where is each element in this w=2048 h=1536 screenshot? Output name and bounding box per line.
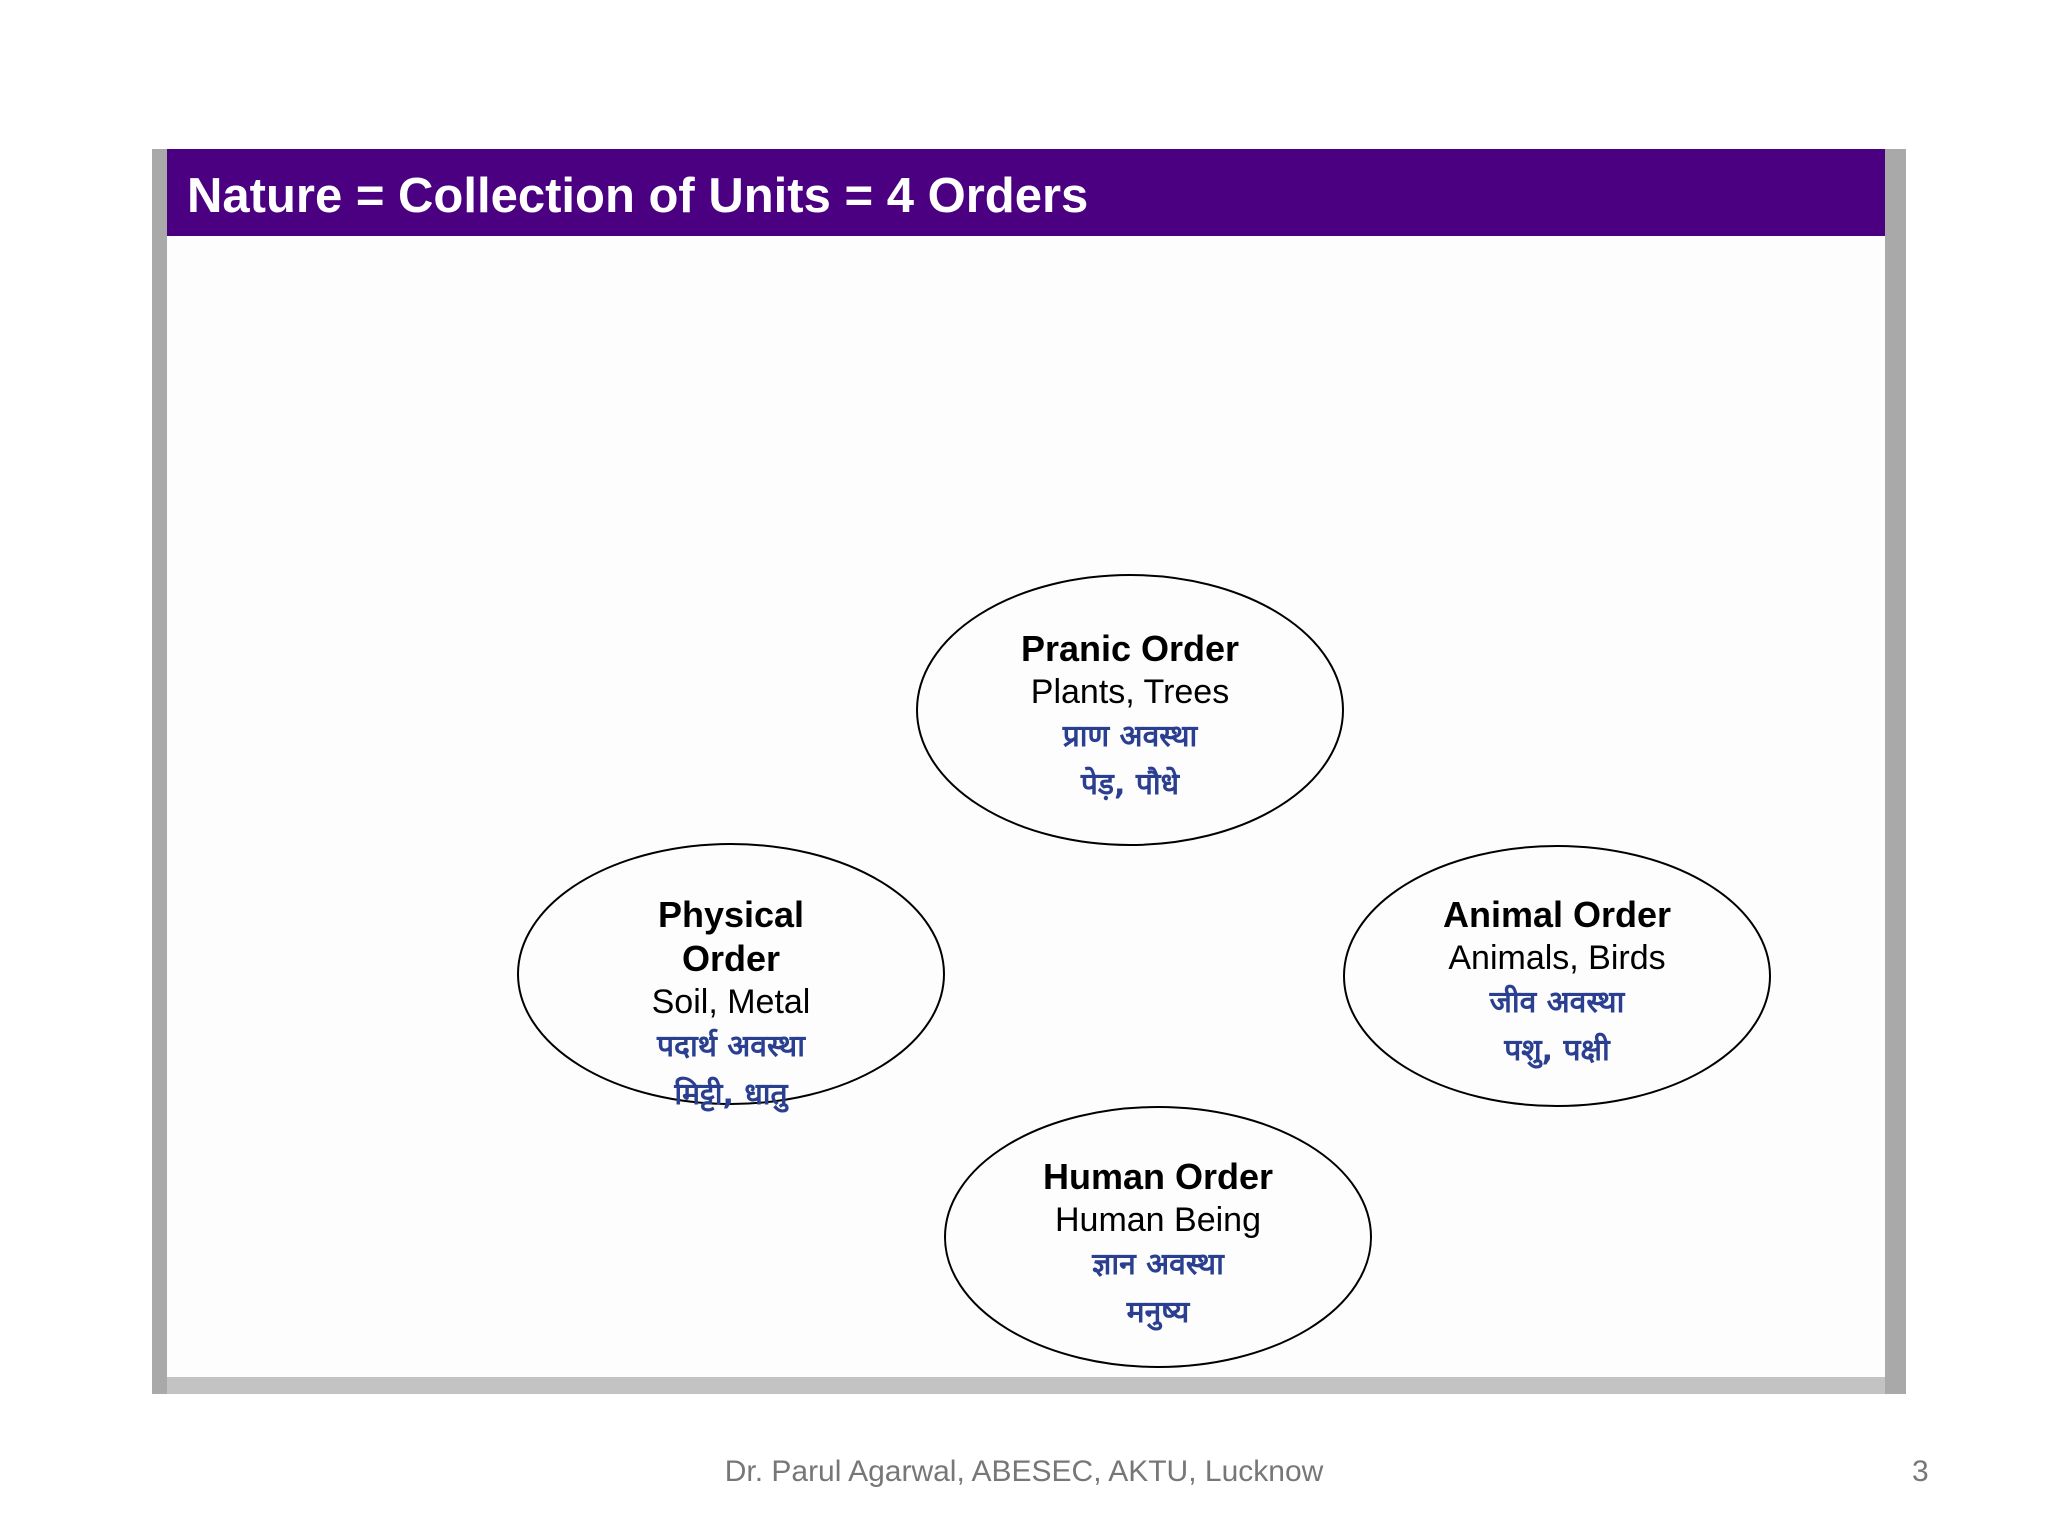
physical-order-label: Physical Order Soil, Metal पदार्थ अवस्था…	[652, 893, 811, 1119]
physical-order-hindi: पदार्थ अवस्था	[657, 1029, 805, 1064]
slide-content	[167, 149, 1885, 1377]
pranic-order-ellipse	[916, 574, 1344, 846]
pranic-order-examples: Plants, Trees	[1030, 673, 1230, 711]
physical-order-ellipse	[517, 843, 945, 1105]
human-order-examples: Human Being	[1054, 1201, 1262, 1239]
human-order-hindi: ज्ञान अवस्था	[1092, 1247, 1224, 1282]
animal-order-hindi: जीव अवस्था	[1489, 985, 1625, 1020]
physical-order-name-line2: Order	[681, 938, 781, 979]
pranic-order-label: Pranic Order Plants, Trees प्राण अवस्था …	[1021, 627, 1239, 809]
pranic-order-name: Pranic Order	[1020, 628, 1240, 669]
pranic-order-hindi: प्राण अवस्था	[1062, 719, 1198, 754]
animal-order-label: Animal Order Animals, Birds जीव अवस्था प…	[1443, 893, 1671, 1075]
slide-frame: Nature = Collection of Units = 4 Orders	[152, 149, 1906, 1394]
animal-order-name: Animal Order	[1442, 894, 1672, 935]
page-number: 3	[1912, 1455, 1929, 1488]
pranic-order-hindi-examples: पेड़, पौधे	[1080, 767, 1180, 802]
physical-order-examples: Soil, Metal	[651, 983, 811, 1021]
title-bar: Nature = Collection of Units = 4 Orders	[167, 149, 1885, 236]
animal-order-hindi-examples: पशु, पक्षी	[1504, 1033, 1610, 1068]
physical-order-hindi-examples: मिट्टी, धातु	[674, 1077, 788, 1112]
human-order-name: Human Order	[1042, 1156, 1274, 1197]
human-order-label: Human Order Human Being ज्ञान अवस्था मनु…	[1043, 1155, 1273, 1337]
animal-order-ellipse	[1343, 845, 1771, 1107]
slide-title: Nature = Collection of Units = 4 Orders	[187, 169, 1089, 223]
slide-bottom-bar	[167, 1377, 1885, 1394]
human-order-ellipse	[944, 1106, 1372, 1368]
animal-order-examples: Animals, Birds	[1448, 939, 1666, 977]
footer-author: Dr. Parul Agarwal, ABESEC, AKTU, Lucknow	[724, 1455, 1324, 1488]
human-order-hindi-examples: मनुष्य	[1126, 1295, 1190, 1330]
physical-order-name-line1: Physical	[657, 894, 805, 935]
